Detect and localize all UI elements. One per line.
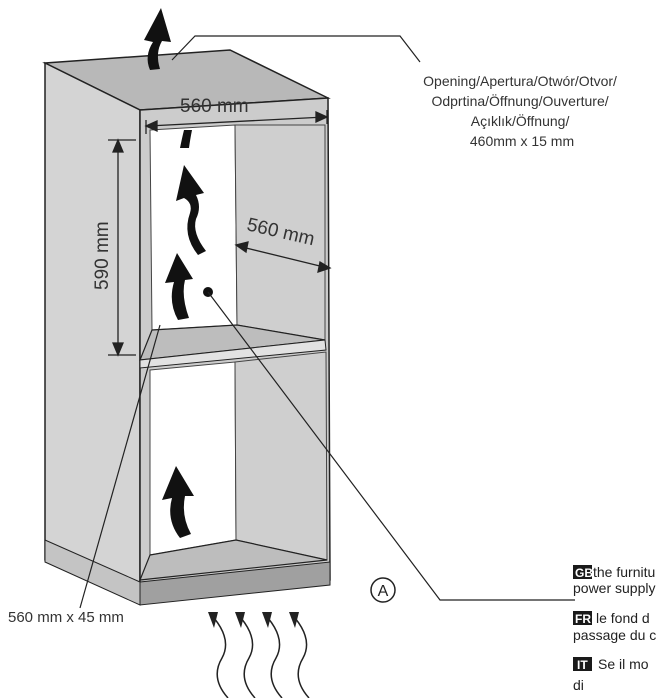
- airflow-arrow-upper-middle: [176, 165, 206, 255]
- bottom-opening-label: 560 mm x 45 mm: [8, 609, 124, 626]
- intake-arrow-1: [213, 617, 229, 698]
- intake-arrowhead-1: [208, 612, 218, 628]
- top-callout-line-3: Açıklık/Öffnung/: [471, 112, 570, 129]
- height-dimension-label: 590 mm: [92, 221, 113, 290]
- width-dimension-label: 560 mm: [180, 96, 249, 117]
- shelf-front-edge: [139, 339, 327, 369]
- airflow-arrow-upper-lower: [165, 253, 193, 320]
- intake-arrow-4: [294, 617, 310, 698]
- cabinet-plinth-side: [44, 539, 141, 606]
- note-fr-code: FR: [575, 612, 591, 626]
- intake-arrow-2: [240, 617, 256, 698]
- note-fr: FR le fond d passage du c: [573, 610, 656, 643]
- airflow-arrow-upper-stub: [180, 130, 192, 148]
- top-callout-line-4: 460mm x 15 mm: [470, 133, 574, 149]
- intake-arrowhead-3: [262, 612, 272, 628]
- top-callout-line-2: Odprtina/Öffnung/Ouverture/: [431, 92, 608, 109]
- power-cable-leader: [207, 291, 575, 601]
- marker-a-label: A: [378, 583, 389, 600]
- width-dimension: [144, 110, 329, 134]
- top-callout-leader: [171, 35, 421, 63]
- note-gb-line-1: the furnitu: [593, 564, 655, 580]
- note-fr-line-1: le fond d: [596, 610, 650, 626]
- note-it-code: IT: [577, 658, 588, 672]
- note-gb: GB the furnitu power supply: [573, 564, 656, 596]
- lower-niche-side-wall: [234, 351, 328, 561]
- airflow-arrows: [144, 8, 206, 538]
- note-gb-badge: [573, 565, 592, 579]
- airflow-arrow-lower-niche: [162, 466, 194, 538]
- bottom-opening-leader: [79, 324, 161, 609]
- note-it: IT Se il mo di: [573, 656, 649, 693]
- height-dimension: [108, 138, 136, 357]
- depth-dimension: [234, 241, 332, 273]
- lower-niche-floor: [139, 539, 328, 581]
- note-it-line-1: Se il mo: [598, 656, 649, 672]
- airflow-arrow-top: [144, 8, 171, 70]
- marker-a-circle: [370, 577, 396, 603]
- intake-arrowhead-2: [235, 612, 245, 628]
- intake-arrows: [213, 617, 310, 698]
- intake-arrowhead-4: [289, 612, 299, 628]
- note-it-badge: [573, 657, 592, 671]
- note-gb-code: GB: [575, 566, 593, 580]
- cabinet-front-frame: [44, 61, 141, 602]
- note-gb-line-2: power supply: [573, 580, 656, 596]
- intake-arrowheads: [208, 612, 299, 628]
- note-fr-badge: [573, 611, 592, 625]
- note-fr-line-2: passage du c: [573, 627, 656, 643]
- top-callout-text: Opening/Apertura/Otwór/Otvor/ Odprtina/Ö…: [423, 73, 621, 149]
- intake-arrow-3: [267, 617, 283, 698]
- note-it-line-2: di: [573, 677, 584, 693]
- top-callout-line-1: Opening/Apertura/Otwór/Otvor/: [423, 73, 617, 89]
- lower-niche-back: [149, 361, 237, 556]
